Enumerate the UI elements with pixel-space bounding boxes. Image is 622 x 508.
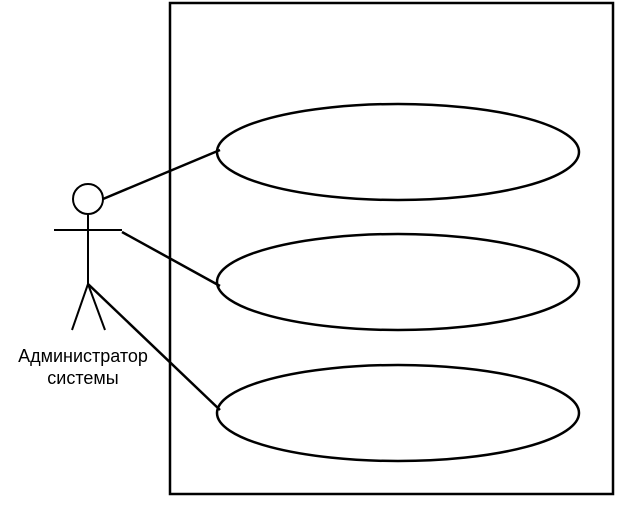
actor-head: [72, 183, 104, 215]
actor-label: Администратор системы: [0, 345, 166, 389]
actor-figure: [54, 183, 122, 331]
use-case-1: [215, 102, 581, 202]
actor-left-leg: [71, 283, 89, 331]
actor-right-leg: [87, 283, 106, 331]
system-boundary: [168, 1, 615, 496]
actor-label-line2: системы: [47, 368, 119, 388]
association-1: [102, 148, 221, 201]
actor-label-line1: Администратор: [18, 346, 148, 366]
use-case-2: [215, 232, 581, 332]
association-3: [87, 283, 221, 411]
associations: [87, 148, 221, 411]
association-2: [121, 230, 221, 288]
use-case-3: [215, 363, 581, 463]
